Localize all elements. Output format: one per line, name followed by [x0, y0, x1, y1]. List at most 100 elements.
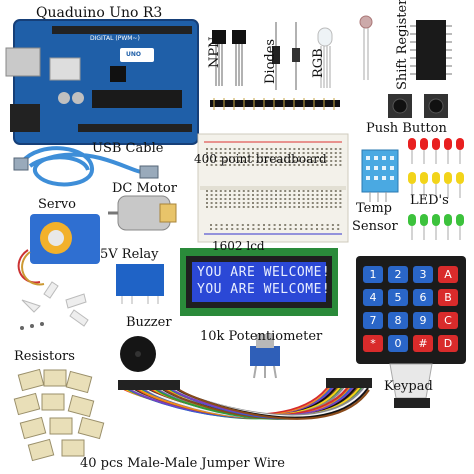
breadboard-hole: [252, 160, 254, 162]
breadboard-hole: [298, 160, 300, 162]
breadboard-hole: [229, 164, 231, 166]
breadboard-hole: [261, 148, 264, 150]
breadboard-hole: [238, 206, 241, 208]
breadboard-rail-hole: [326, 224, 329, 226]
breadboard-rail-hole: [215, 224, 218, 226]
breadboard-hole: [224, 148, 227, 150]
breadboard-hole: [210, 190, 213, 192]
breadboard-hole: [270, 206, 273, 208]
breadboard-hole: [288, 164, 291, 166]
breadboard-hole: [330, 164, 333, 166]
breadboard-rail-hole: [241, 228, 244, 230]
breadboard-rail-hole: [284, 228, 287, 230]
breadboard-hole: [298, 152, 300, 154]
breadboard-hole: [307, 156, 310, 158]
breadboard-hole: [252, 190, 254, 192]
breadboard-hole: [229, 190, 231, 192]
breadboard-rail-hole: [257, 228, 260, 230]
breadboard-hole: [238, 156, 241, 158]
breadboard-hole: [311, 194, 314, 196]
breadboard-rail-hole: [231, 224, 234, 226]
breadboard-hole: [298, 202, 300, 204]
breadboard-hole: [210, 206, 213, 208]
breadboard-hole: [247, 160, 250, 162]
breadboard-rail-hole: [273, 228, 276, 230]
servo-horns: [21, 281, 89, 327]
breadboard-hole: [288, 156, 291, 158]
breadboard-hole: [325, 194, 328, 196]
breadboard-hole: [224, 164, 227, 166]
breadboard-hole: [302, 190, 305, 192]
breadboard-hole: [275, 148, 277, 150]
leds-label: LED's: [410, 193, 449, 208]
breadboard-hole: [334, 156, 337, 158]
resistors-label: Resistors: [14, 349, 75, 364]
breadboard-hole: [252, 148, 254, 150]
resistor-strip: [67, 394, 95, 418]
breadboard-hole: [265, 202, 268, 204]
breadboard-rail-hole: [321, 228, 324, 230]
keypad-key: 2: [388, 266, 408, 283]
breadboard-hole: [325, 156, 328, 158]
breadboard-hole: [334, 160, 337, 162]
breadboard-hole: [206, 152, 208, 154]
resistor-strip: [49, 417, 73, 435]
breadboard-hole: [275, 206, 277, 208]
breadboard-hole: [206, 190, 208, 192]
breadboard-rail-hole: [321, 224, 324, 226]
breadboard-rail-hole: [294, 224, 297, 226]
breadboard-hole: [334, 164, 337, 166]
breadboard-hole: [325, 202, 328, 204]
breadboard-hole: [293, 164, 296, 166]
breadboard-hole: [270, 156, 273, 158]
keypad-key: D: [438, 335, 458, 352]
breadboard-hole: [247, 164, 250, 166]
breadboard-hole: [233, 190, 236, 192]
wire-bundle-end: [326, 378, 372, 388]
breadboard-hole: [270, 160, 273, 162]
breadboard-rail-hole: [310, 228, 313, 230]
breadboard-hole: [279, 202, 282, 204]
lcd-line-1: YOU ARE WELCOME!: [197, 265, 331, 280]
breadboard-hole: [275, 202, 277, 204]
breadboard-hole: [321, 190, 323, 192]
breadboard-hole: [307, 190, 310, 192]
breadboard-hole: [298, 164, 300, 166]
breadboard-hole: [270, 164, 273, 166]
breadboard-hole: [265, 156, 268, 158]
breadboard-hole: [311, 152, 314, 154]
breadboard-hole: [252, 156, 254, 158]
keypad-key: *: [363, 335, 383, 352]
breadboard-hole: [279, 156, 282, 158]
breadboard-hole: [233, 198, 236, 200]
breadboard-hole: [224, 206, 227, 208]
breadboard-hole: [224, 194, 227, 196]
keypad-key: 7: [363, 312, 383, 329]
breadboard-hole: [298, 206, 300, 208]
breadboard-hole: [279, 190, 282, 192]
breadboard-hole: [311, 148, 314, 150]
breadboard-hole: [210, 152, 213, 154]
breadboard-hole: [321, 194, 323, 196]
breadboard-hole: [224, 202, 227, 204]
breadboard-hole: [311, 156, 314, 158]
breadboard-hole: [210, 198, 213, 200]
breadboard-hole: [321, 206, 323, 208]
breadboard-hole: [334, 194, 337, 196]
breadboard-hole: [242, 160, 245, 162]
breadboard-hole: [339, 202, 342, 204]
npn-label: NPN: [207, 36, 222, 69]
breadboard-rail-hole: [252, 224, 255, 226]
breadboard-hole: [307, 152, 310, 154]
breadboard-hole: [288, 148, 291, 150]
breadboard-rail-hole: [316, 224, 318, 226]
breadboard-hole: [261, 160, 264, 162]
breadboard-hole: [325, 190, 328, 192]
breadboard-rail-hole: [300, 224, 303, 226]
breadboard-hole: [302, 156, 305, 158]
breadboard-hole: [302, 194, 305, 196]
breadboard-hole: [261, 190, 264, 192]
breadboard-rail-hole: [337, 228, 340, 230]
breadboard-hole: [288, 202, 291, 204]
breadboard-hole: [206, 202, 208, 204]
